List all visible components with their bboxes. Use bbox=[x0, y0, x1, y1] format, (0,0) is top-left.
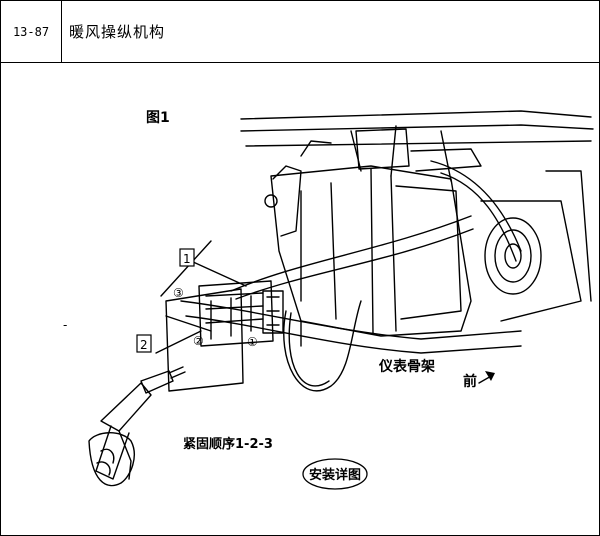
install-detail-oval bbox=[302, 458, 368, 490]
dashboard-frame-label: 仪表骨架 bbox=[378, 358, 435, 375]
section-title: 暖风操纵机构 bbox=[69, 23, 166, 41]
installation-figure: 图1 1 2 ③ ② ① - 仪表骨架 前 紧固顺序1-2-3 安装详图 bbox=[63, 110, 594, 490]
front-label: 前 bbox=[463, 373, 477, 390]
section-code: 13-87 bbox=[1, 1, 62, 62]
circled-2: ② bbox=[193, 334, 204, 348]
install-detail-label: 安装详图 bbox=[309, 467, 361, 483]
figure-label: 图1 bbox=[146, 110, 170, 126]
callout-2: 2 bbox=[140, 338, 148, 352]
circled-3: ③ bbox=[173, 286, 184, 300]
header-row: 13-87 暖风操纵机构 bbox=[1, 1, 599, 63]
circled-1: ① bbox=[247, 335, 258, 349]
callout-1: 1 bbox=[183, 252, 191, 266]
dash-mark: - bbox=[63, 318, 67, 332]
tighten-order-label: 紧固顺序1-2-3 bbox=[183, 436, 273, 452]
